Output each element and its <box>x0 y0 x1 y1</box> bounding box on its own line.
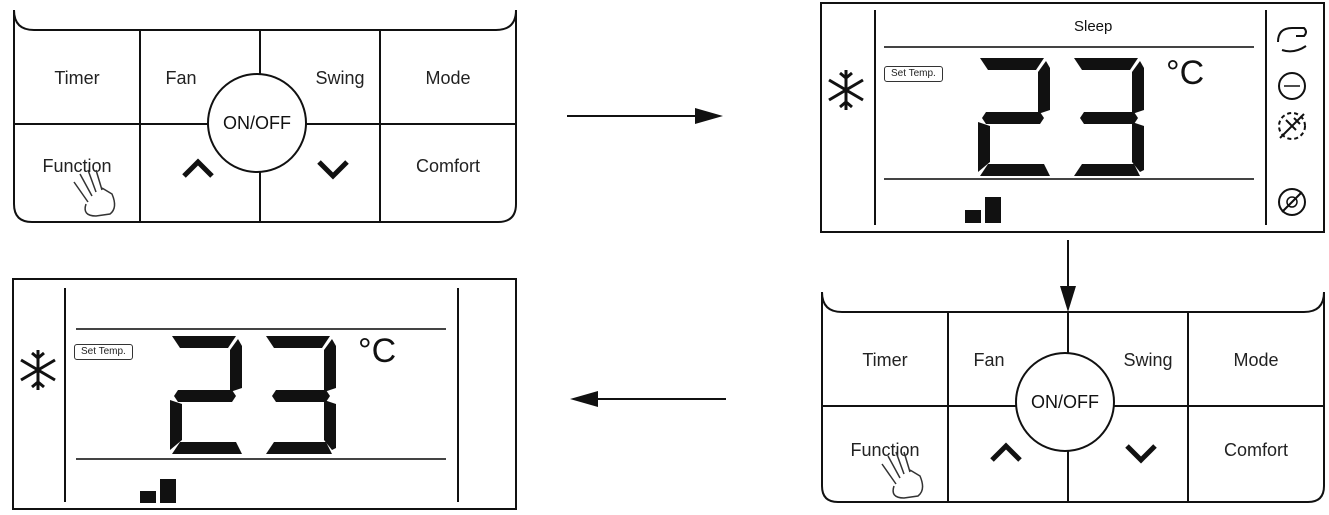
snowflake-icon <box>824 68 868 119</box>
arrow-left-icon <box>570 391 726 407</box>
set-temp-label: Set Temp. <box>884 66 943 82</box>
temperature-digits <box>978 58 1144 176</box>
arrow-down-icon <box>1060 240 1076 312</box>
display-left-divider <box>874 10 876 225</box>
temperature-digits <box>170 336 336 454</box>
sleep-label: Sleep <box>1074 18 1113 35</box>
display-bottom-rule <box>76 458 446 460</box>
swing-button[interactable]: Swing <box>1123 349 1173 370</box>
temperature-unit: °C <box>1166 54 1205 92</box>
set-temp-label: Set Temp. <box>74 344 133 360</box>
mode-button[interactable]: Mode <box>425 67 471 88</box>
display-top-rule <box>76 328 446 330</box>
fan-speed-bars-icon <box>965 197 1005 223</box>
onoff-button[interactable]: ON/OFF <box>207 73 307 173</box>
function-button[interactable]: Function <box>42 155 112 176</box>
lcd-display-basic: Set Temp. °C <box>12 278 517 510</box>
no-swing-icon <box>1278 112 1306 140</box>
display-left-divider <box>64 288 66 502</box>
comfort-button[interactable]: Comfort <box>1223 439 1288 460</box>
function-button[interactable]: Function <box>850 439 920 460</box>
timer-button[interactable]: Timer <box>54 67 100 88</box>
display-right-divider <box>457 288 459 502</box>
display-top-rule <box>884 46 1254 48</box>
display-bottom-rule <box>884 178 1254 180</box>
eco-mode-icon <box>1278 72 1306 100</box>
fan-button[interactable]: Fan <box>165 67 197 88</box>
display-right-divider <box>1265 10 1267 225</box>
onoff-button[interactable]: ON/OFF <box>1015 352 1115 452</box>
fan-speed-bars-icon <box>140 477 180 503</box>
snowflake-icon <box>16 348 60 399</box>
hand-gesture-icon <box>1277 27 1307 53</box>
lcd-display-sleep: Sleep Set Temp. °C <box>820 2 1325 233</box>
keypad-bottom-right: Timer Fan Swing Mode Function Comfort ON… <box>820 290 1326 506</box>
mode-button[interactable]: Mode <box>1233 349 1279 370</box>
temperature-unit: °C <box>358 332 397 370</box>
fan-button[interactable]: Fan <box>973 349 1005 370</box>
swing-button[interactable]: Swing <box>315 67 365 88</box>
timer-button[interactable]: Timer <box>862 349 908 370</box>
comfort-button[interactable]: Comfort <box>415 155 480 176</box>
no-sleep-icon <box>1278 188 1306 216</box>
keypad-top-left: Timer Fan Swing Mode Function Comfort ON… <box>12 8 518 224</box>
arrow-right-icon <box>567 108 723 124</box>
